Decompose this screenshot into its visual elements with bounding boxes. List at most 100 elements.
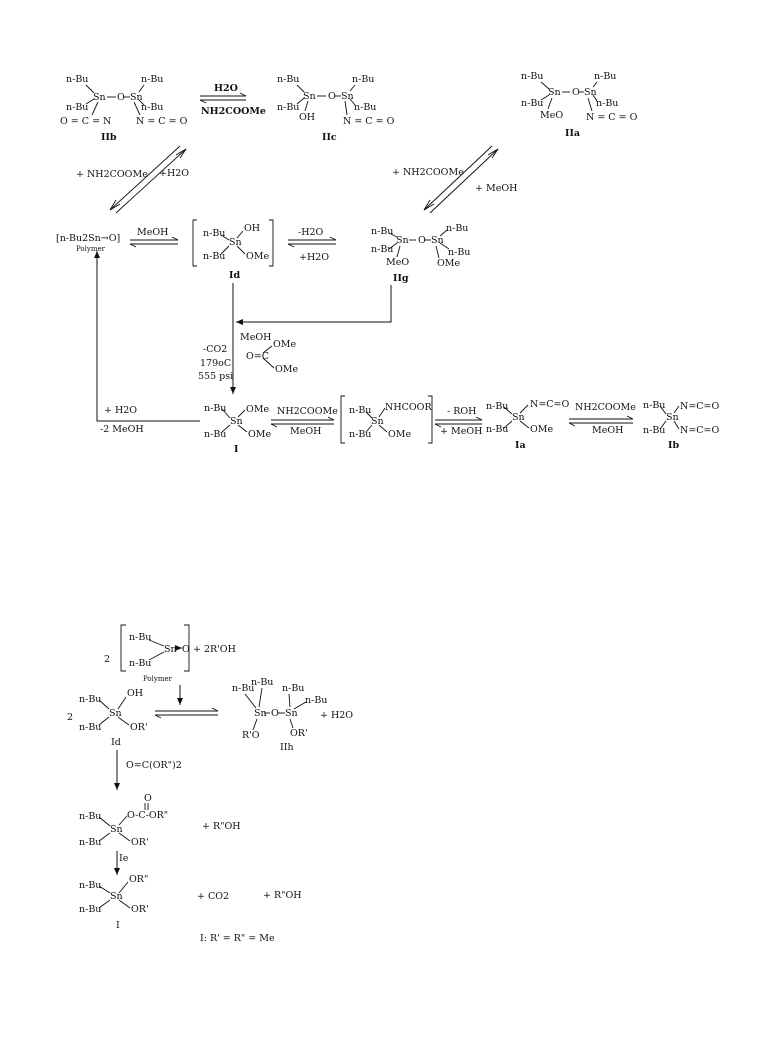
svg-text:OR": OR" bbox=[129, 874, 148, 885]
svg-text:+ MeOH: + MeOH bbox=[475, 183, 517, 194]
svg-text:Sn: Sn bbox=[93, 92, 106, 103]
svg-text:NH2COOMe: NH2COOMe bbox=[201, 106, 266, 117]
compound-IIc: n-Bu Sn O Sn n-Bu n-Bu n-Bu OH N = C = O… bbox=[277, 74, 395, 143]
svg-text:n-Bu: n-Bu bbox=[643, 425, 665, 436]
label-IIh: IIh bbox=[280, 742, 294, 753]
svg-text:OMe: OMe bbox=[437, 258, 461, 269]
svg-text:n-Bu: n-Bu bbox=[305, 695, 327, 706]
equilibrium-I-intermediate: NH2COOMe MeOH bbox=[270, 406, 338, 437]
svg-text:n-Bu: n-Bu bbox=[643, 400, 665, 411]
svg-text:Sn: Sn bbox=[548, 87, 561, 98]
svg-text:n-Bu: n-Bu bbox=[204, 429, 226, 440]
svg-text:+ H2O: + H2O bbox=[104, 405, 137, 416]
svg-text:MeO: MeO bbox=[386, 257, 409, 268]
svg-text:n-Bu: n-Bu bbox=[446, 223, 468, 234]
footnote: I: R' = R" = Me bbox=[200, 933, 275, 944]
svg-text:+ NH2COOMe: + NH2COOMe bbox=[392, 167, 464, 178]
compound-IIb: n-Bu Sn O Sn n-Bu n-Bu n-Bu O = C = N N … bbox=[60, 74, 188, 143]
svg-text:O: O bbox=[572, 87, 580, 98]
svg-text:+H2O: +H2O bbox=[299, 252, 329, 263]
svg-text:n-Bu: n-Bu bbox=[486, 401, 508, 412]
svg-text:555 psi: 555 psi bbox=[198, 371, 233, 382]
svg-text:n-Bu: n-Bu bbox=[79, 904, 101, 915]
svg-text:n-Bu: n-Bu bbox=[371, 226, 393, 237]
svg-text:n-Bu: n-Bu bbox=[129, 632, 151, 643]
scheme2-polymer: 2 n-Bu n-Bu Sn O Polymer + 2R'OH bbox=[104, 624, 236, 683]
equilibrium-Id-IIg: -H2O +H2O bbox=[287, 227, 337, 263]
svg-text:n-Bu: n-Bu bbox=[448, 247, 470, 258]
equilibrium-IIb-Id: + NH2COOMe +H2O bbox=[76, 145, 189, 214]
svg-text:Sn: Sn bbox=[666, 412, 679, 423]
svg-text:n-Bu: n-Bu bbox=[129, 658, 151, 669]
svg-text:179oC: 179oC bbox=[200, 358, 231, 369]
svg-text:n-Bu: n-Bu bbox=[251, 677, 273, 688]
label-Ia: Ia bbox=[515, 440, 526, 451]
svg-text:OR': OR' bbox=[131, 837, 149, 848]
svg-text:NH2COOMe: NH2COOMe bbox=[277, 406, 338, 417]
svg-text:n-Bu: n-Bu bbox=[66, 102, 88, 113]
equilibrium-Ia-Ib: NH2COOMe MeOH bbox=[568, 402, 636, 436]
svg-text:n-Bu: n-Bu bbox=[521, 98, 543, 109]
svg-text:OMe: OMe bbox=[246, 404, 270, 415]
svg-text:Polymer: Polymer bbox=[76, 245, 106, 253]
svg-text:Sn: Sn bbox=[229, 237, 242, 248]
svg-text:NH2COOMe: NH2COOMe bbox=[575, 402, 636, 413]
svg-text:OR': OR' bbox=[131, 904, 149, 915]
svg-text:Sn: Sn bbox=[230, 416, 243, 427]
svg-text:- ROH: - ROH bbox=[447, 406, 476, 417]
svg-text:n-Bu: n-Bu bbox=[277, 102, 299, 113]
svg-text:n-Bu: n-Bu bbox=[204, 403, 226, 414]
svg-text:n-Bu: n-Bu bbox=[282, 683, 304, 694]
svg-text:n-Bu: n-Bu bbox=[79, 811, 101, 822]
svg-text:-CO2: -CO2 bbox=[203, 344, 227, 355]
polymer-formula: [n-Bu2Sn→O] bbox=[56, 233, 120, 244]
svg-text:Sn: Sn bbox=[130, 92, 143, 103]
svg-text:n-Bu: n-Bu bbox=[352, 74, 374, 85]
label-IIc: IIc bbox=[322, 132, 337, 143]
label-IIb: IIb bbox=[101, 132, 117, 143]
svg-text:+ R"OH: + R"OH bbox=[263, 890, 302, 901]
svg-text:Sn: Sn bbox=[303, 91, 316, 102]
svg-text:+ CO2: + CO2 bbox=[197, 891, 229, 902]
svg-text:MeOH: MeOH bbox=[240, 332, 271, 343]
svg-text:Sn: Sn bbox=[164, 644, 177, 655]
label-I: I bbox=[234, 444, 239, 455]
svg-text:O=C: O=C bbox=[246, 351, 269, 362]
svg-text:H2O: H2O bbox=[214, 83, 238, 94]
label-Id-2: Id bbox=[111, 737, 121, 748]
svg-text:+ 2R'OH: + 2R'OH bbox=[193, 644, 236, 655]
svg-text:Sn: Sn bbox=[109, 708, 122, 719]
svg-text:Polymer: Polymer bbox=[143, 675, 173, 683]
compound-IIa: n-Bu Sn O Sn n-Bu n-Bu n-Bu MeO N = C = … bbox=[521, 71, 638, 139]
svg-text:n-Bu: n-Bu bbox=[66, 74, 88, 85]
equilibrium-IIb-IIc: H2O NH2COOMe bbox=[199, 83, 266, 117]
svg-text:N=C=O: N=C=O bbox=[680, 425, 720, 436]
label-IIg: IIg bbox=[393, 273, 409, 284]
svg-text:-H2O: -H2O bbox=[298, 227, 324, 238]
svg-text:NHCOOR: NHCOOR bbox=[385, 402, 432, 413]
svg-text:+ R"OH: + R"OH bbox=[202, 821, 241, 832]
svg-text:n-Bu: n-Bu bbox=[79, 880, 101, 891]
svg-text:n-Bu: n-Bu bbox=[349, 405, 371, 416]
svg-text:OMe: OMe bbox=[388, 429, 412, 440]
svg-text:O=C(OR")2: O=C(OR")2 bbox=[126, 760, 182, 771]
svg-text:OMe: OMe bbox=[530, 424, 554, 435]
svg-text:+ H2O: + H2O bbox=[320, 710, 353, 721]
svg-text:n-Bu: n-Bu bbox=[232, 683, 254, 694]
svg-text:-2 MeOH: -2 MeOH bbox=[100, 424, 144, 435]
svg-text:n-Bu: n-Bu bbox=[371, 244, 393, 255]
scheme2-IIh: n-Bu n-Bu Sn O Sn n-Bu n-Bu R'O OR' IIh … bbox=[232, 677, 353, 753]
svg-text:OMe: OMe bbox=[246, 251, 270, 262]
svg-text:OMe: OMe bbox=[248, 429, 272, 440]
svg-text:N=C=O: N=C=O bbox=[680, 401, 720, 412]
svg-text:n-Bu: n-Bu bbox=[349, 429, 371, 440]
compound-Ia: n-Bu Sn N=C=O n-Bu OMe Ia bbox=[486, 399, 570, 451]
svg-text:+ MeOH: + MeOH bbox=[440, 426, 482, 437]
svg-text:Sn: Sn bbox=[341, 91, 354, 102]
equilibrium-intermediate-Ia: - ROH + MeOH bbox=[434, 406, 482, 437]
svg-text:n-Bu: n-Bu bbox=[594, 71, 616, 82]
svg-text:O: O bbox=[117, 92, 125, 103]
scheme2-carbonate-step: O=C(OR")2 bbox=[114, 750, 182, 790]
compound-IIg: n-Bu Sn O Sn n-Bu n-Bu n-Bu MeO OMe IIg bbox=[371, 223, 470, 284]
